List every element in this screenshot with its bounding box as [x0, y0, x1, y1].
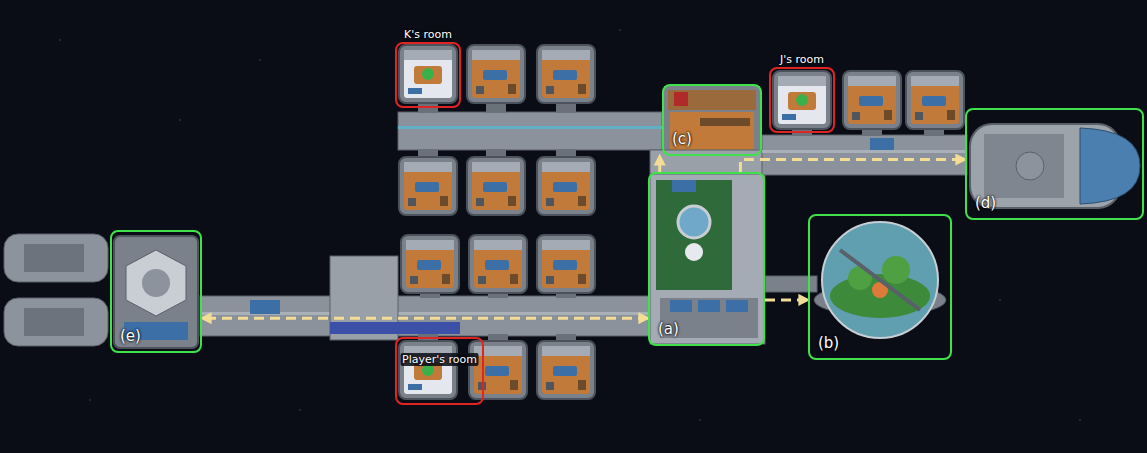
room-box: Player's room [395, 337, 484, 405]
area-box: (b) [808, 214, 952, 360]
area-letter: (c) [672, 130, 692, 148]
route-arrow [740, 160, 965, 172]
area-letter: (a) [658, 320, 679, 338]
room-label: K's room [404, 28, 452, 41]
area-box: (d) [965, 108, 1144, 220]
area-box: (e) [110, 230, 202, 353]
room-box: J's room [769, 67, 835, 133]
route-arrow [658, 156, 661, 172]
area-box: (c) [662, 84, 762, 156]
area-letter: (d) [975, 194, 996, 212]
room-label: J's room [780, 53, 824, 66]
area-letter: (e) [120, 327, 141, 345]
route-arrow [202, 317, 648, 320]
room-box: K's room [395, 42, 461, 108]
area-letter: (b) [818, 334, 839, 352]
room-label: Player's room [400, 353, 479, 366]
route-arrow [765, 298, 808, 301]
area-box: (a) [648, 172, 765, 346]
